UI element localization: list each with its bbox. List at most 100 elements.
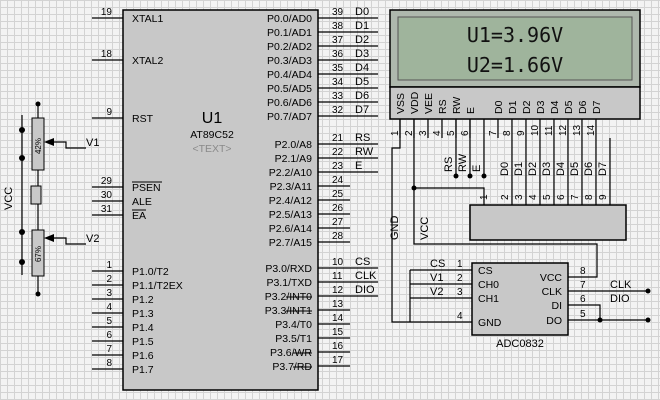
lcd-pin-label: D5 (563, 100, 575, 114)
lcd-pin-label: D4 (549, 100, 561, 114)
mcu-pin-number: 22 (332, 147, 344, 158)
adc-net-label: CLK (610, 279, 632, 291)
mcu-pin-label: P1.7 (132, 364, 154, 376)
mcu-net-label: D0 (355, 6, 369, 18)
lcd-pin-number: 1 (390, 130, 401, 136)
lcd-pin-number: 13 (572, 124, 583, 136)
mcu-pin-label: P2.2/A10 (269, 167, 312, 179)
mcu-pin-label: P2.3/A11 (270, 181, 313, 193)
lcd-pin-label: VSS (395, 93, 407, 114)
terminal-dot (19, 127, 25, 133)
adc-adc0832[interactable]: ADC0832 (471, 262, 569, 350)
mcu-net-label: E (355, 160, 362, 172)
mcu-pin-number: 30 (101, 190, 113, 201)
lcd-pin-number: 11 (544, 125, 555, 136)
mcu-net-label: D5 (355, 76, 369, 88)
mcu-right-pins: 39P0.0/AD0D038P0.1/AD1D137P0.2/AD2D236P0… (265, 6, 378, 373)
mcu-pin-label: P0.4/AD4 (267, 69, 312, 81)
lcd-pin-label: D2 (521, 100, 533, 114)
adc-pin-number: 1 (457, 259, 463, 270)
mcu-pin-number: 14 (332, 313, 344, 324)
lcd-screen (397, 16, 633, 81)
junction-dio (597, 317, 603, 323)
mcu-pin-number: 17 (332, 355, 344, 366)
mcu-body[interactable] (122, 9, 319, 391)
mcu-at89c52[interactable]: U1 AT89C52 <TEXT> (122, 9, 319, 391)
lcd-wire-label: RS (443, 157, 455, 172)
mcu-pin-number: 18 (101, 49, 113, 60)
lcd-pin-number: 4 (432, 130, 443, 136)
mcu-pin-number: 38 (332, 21, 344, 32)
mcu-pin-label: RST (132, 113, 154, 125)
lcd-pin-number: 6 (460, 130, 471, 136)
junction-dio-end (645, 317, 651, 323)
mcu-pin-label: P2.7/A15 (269, 237, 312, 249)
mcu-pin-label: P0.7/AD7 (267, 111, 312, 123)
mcu-pin-number: 23 (332, 161, 344, 172)
bus-net-label: D7 (597, 162, 609, 176)
mcu-part: AT89C52 (190, 129, 234, 141)
lcd-pin-label: RS (437, 99, 449, 114)
lcd-pin-number: 7 (488, 130, 499, 136)
lcd-wire-label: E (471, 165, 483, 172)
adc-pin-number: 5 (580, 309, 586, 320)
mcu-pin-label: P2.5/A13 (269, 209, 312, 221)
terminal-dot (19, 259, 25, 265)
mcu-pin-number: 37 (332, 35, 344, 46)
mcu-pin-number: 27 (332, 217, 344, 228)
bus-pin-number: 5 (542, 194, 553, 200)
junction-vcc (411, 185, 417, 191)
mcu-pin-number: 1 (106, 260, 112, 271)
mcu-pin-label: P1.1/T2EX (132, 280, 183, 292)
mcu-net-label: D6 (355, 90, 369, 102)
adc-pin-label: CH0 (478, 279, 499, 291)
active-low-overbars (132, 181, 312, 368)
adc-pin-number: 2 (457, 273, 463, 284)
mcu-pin-label: P0.5/AD5 (267, 83, 312, 95)
lcd-line-2: U2=1.66V (467, 53, 563, 77)
mcu-pin-number: 28 (332, 231, 344, 242)
mcu-pin-number: 35 (332, 63, 344, 74)
adc-pin-number: 4 (457, 311, 463, 322)
terminal-dot (19, 229, 25, 235)
mcu-pin-label: P0.0/AD0 (267, 13, 312, 25)
bus-net-label: D2 (527, 162, 539, 176)
adc-pin-number: 7 (580, 280, 586, 291)
lcd-bus-connector[interactable] (469, 204, 627, 241)
pot2-wiper-arrow-icon (44, 234, 54, 242)
lcd-pin-number: 3 (418, 130, 429, 136)
bus-net-label: D5 (569, 162, 581, 176)
bus-pin-number: 7 (570, 194, 581, 200)
mcu-net-label: RW (355, 146, 374, 158)
wires (391, 119, 648, 323)
mcu-pin-number: 32 (332, 105, 344, 116)
pot2-body[interactable] (31, 229, 45, 277)
mcu-pin-label: P3.0/RXD (265, 263, 312, 275)
lcd-module[interactable]: U1=3.96V U2=1.66V (389, 9, 641, 120)
adc-pin-number: 6 (580, 294, 586, 305)
mcu-net-label: RS (355, 132, 370, 144)
mcu-ref: U1 (202, 110, 223, 127)
adc-net-label: V2 (430, 286, 443, 298)
connector-body[interactable] (469, 204, 627, 241)
adc-body[interactable] (471, 262, 569, 336)
mcu-pin-number: 7 (106, 344, 112, 355)
wire-gnd (391, 119, 472, 323)
mcu-pin-label: P2.1/A9 (275, 153, 313, 165)
mcu-net-label: DIO (355, 284, 375, 296)
mcu-net-label: D2 (355, 34, 369, 46)
terminal-dot (35, 101, 41, 107)
lcd-pin-number: 5 (446, 130, 457, 136)
mcu-pin-label: P3.7/RD (272, 361, 312, 373)
terminal-dot (19, 155, 25, 161)
mcu-pin-number: 13 (332, 299, 344, 310)
adc-pin-label: CH1 (478, 293, 499, 305)
pot1-body[interactable] (31, 117, 45, 171)
mcu-pin-label: XTAL1 (132, 13, 163, 25)
mcu-pin-number: 6 (106, 330, 112, 341)
mcu-pin-label: P3.6/WR (270, 347, 312, 359)
pot2-wiper-wire (54, 237, 86, 245)
bus-pin-number: 6 (556, 194, 567, 200)
